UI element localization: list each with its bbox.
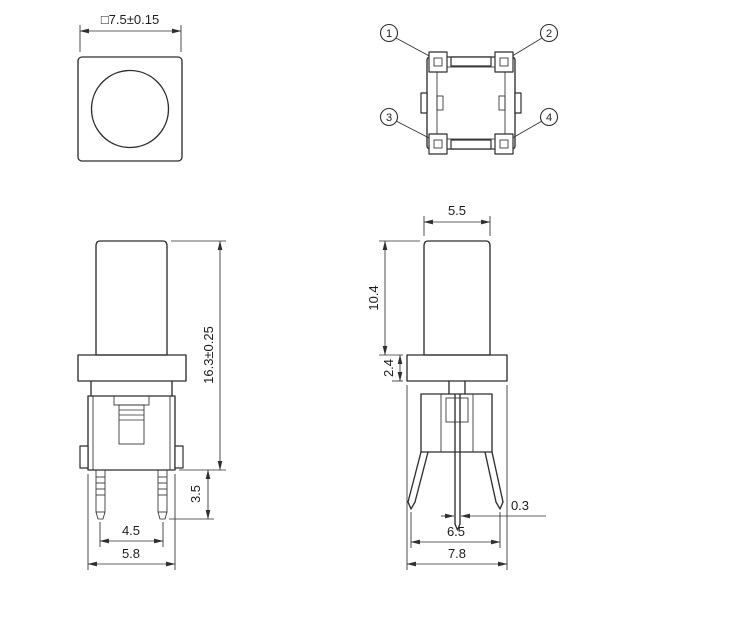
front-plunger bbox=[118, 404, 145, 445]
pin-label-3: 3 bbox=[386, 112, 392, 124]
dim-pin-spacing: 4.5 bbox=[99, 522, 164, 547]
dim-flange-width: 7.8 bbox=[406, 385, 508, 570]
pin-label-4: 4 bbox=[546, 112, 552, 124]
front-body bbox=[87, 395, 176, 471]
front-tab-right bbox=[174, 445, 184, 469]
bottom-view: 1 2 3 4 bbox=[379, 23, 559, 155]
pin-balloon-2: 2 bbox=[539, 23, 559, 43]
pin-balloon-4: 4 bbox=[539, 107, 559, 127]
dim-cap-height: 10.4 bbox=[366, 240, 420, 356]
bottom-inner-outline bbox=[436, 66, 506, 140]
side-view: 5.5 10.4 2.4 bbox=[366, 203, 546, 570]
side-body bbox=[420, 393, 493, 453]
front-view: 16.3±0.25 3.5 4.5 5.8 bbox=[77, 240, 226, 570]
terminal-pad-4 bbox=[494, 133, 514, 155]
pin-balloon-3: 3 bbox=[379, 107, 399, 127]
pin-balloon-1: 1 bbox=[379, 23, 399, 43]
pin-label-2: 2 bbox=[546, 28, 552, 40]
front-pin-right bbox=[157, 469, 168, 520]
side-notch-right bbox=[514, 92, 522, 114]
dim-body-width-label: 5.8 bbox=[122, 546, 140, 561]
terminal-pad-2 bbox=[494, 51, 514, 73]
dim-cap-width-label: 5.5 bbox=[448, 203, 466, 218]
side-leg-right bbox=[484, 451, 504, 510]
button-cap-circle bbox=[90, 69, 170, 149]
dim-pin-spacing-label: 4.5 bbox=[122, 523, 140, 538]
side-cap bbox=[423, 240, 491, 356]
front-pin-left bbox=[95, 469, 106, 520]
switch-top-outline bbox=[77, 56, 183, 162]
dim-front-height: 16.3±0.25 bbox=[171, 240, 226, 471]
front-flange bbox=[77, 354, 187, 382]
dim-foot-span-label: 6.5 bbox=[447, 524, 465, 539]
dim-flange-width-label: 7.8 bbox=[448, 546, 466, 561]
pin-label-1: 1 bbox=[386, 28, 392, 40]
dim-cap-width: 5.5 bbox=[423, 203, 491, 236]
front-tab-left bbox=[79, 445, 89, 469]
dim-foot-span: 6.5 bbox=[410, 512, 501, 548]
side-flange bbox=[406, 354, 508, 382]
dim-front-height-label: 16.3±0.25 bbox=[201, 326, 216, 384]
dim-pin-length-label: 3.5 bbox=[188, 485, 203, 503]
side-center-pin bbox=[454, 393, 461, 531]
terminal-pad-3 bbox=[428, 133, 448, 155]
dim-pin-thickness: 0.3 bbox=[441, 498, 546, 519]
dim-pin-thickness-label: 0.3 bbox=[511, 498, 529, 513]
top-view: □7.5±0.15 bbox=[77, 12, 183, 162]
terminal-pad-1 bbox=[428, 51, 448, 73]
dim-pin-length: 3.5 bbox=[169, 469, 214, 520]
front-cap bbox=[95, 240, 168, 356]
dim-flange-height-label: 2.4 bbox=[381, 359, 396, 377]
dim-body-width: 5.8 bbox=[87, 474, 176, 570]
dim-cap-height-label: 10.4 bbox=[366, 285, 381, 310]
side-leg-left bbox=[407, 451, 429, 510]
dim-flange-height: 2.4 bbox=[381, 354, 403, 382]
dim-top-width: □7.5±0.15 bbox=[101, 12, 159, 27]
side-notch-left bbox=[420, 92, 428, 114]
